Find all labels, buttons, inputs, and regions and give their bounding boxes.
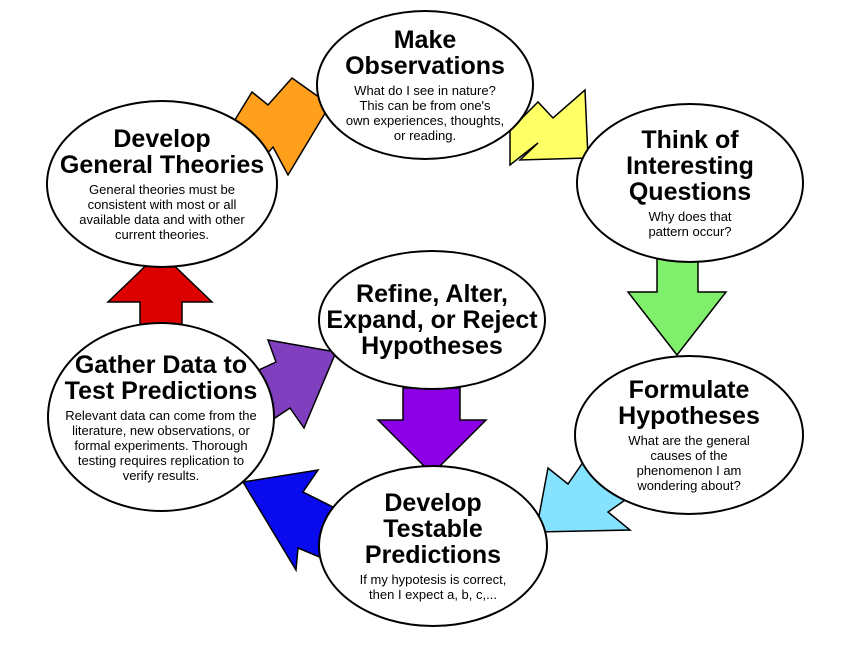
node-title: Formulate Hypotheses xyxy=(618,376,760,430)
node-title: Develop Testable Predictions xyxy=(364,489,502,569)
arrow-refine-to-predictions xyxy=(376,387,488,476)
node-think-of-questions: Think of Interesting Questions Why does … xyxy=(576,103,804,263)
node-description: What do I see in nature? This can be fro… xyxy=(345,83,505,143)
node-title: Refine, Alter, Expand, or Reject Hypothe… xyxy=(326,280,538,360)
node-description: Relevant data can come from the literatu… xyxy=(65,407,257,483)
node-title: Develop General Theories xyxy=(59,125,265,179)
node-develop-theories: Develop General Theories General theorie… xyxy=(46,100,278,268)
node-description: General theories must be consistent with… xyxy=(79,182,245,242)
node-gather-data: Gather Data to Test Predictions Relevant… xyxy=(47,322,275,512)
node-develop-predictions: Develop Testable Predictions If my hypot… xyxy=(318,465,548,627)
node-title: Make Observations xyxy=(345,26,505,80)
node-description: If my hypotesis is correct, then I expec… xyxy=(359,572,507,602)
arrow-questions-to-hypotheses xyxy=(626,257,728,357)
node-title: Gather Data to Test Predictions xyxy=(64,350,258,405)
node-formulate-hypotheses: Formulate Hypotheses What are the genera… xyxy=(574,355,804,515)
node-description: What are the general causes of the pheno… xyxy=(628,433,750,493)
node-title: Think of Interesting Questions xyxy=(626,126,754,206)
node-make-observations: Make Observations What do I see in natur… xyxy=(316,10,534,160)
node-refine-hypotheses: Refine, Alter, Expand, or Reject Hypothe… xyxy=(318,250,546,390)
node-description: Why does that pattern occur? xyxy=(648,209,732,239)
